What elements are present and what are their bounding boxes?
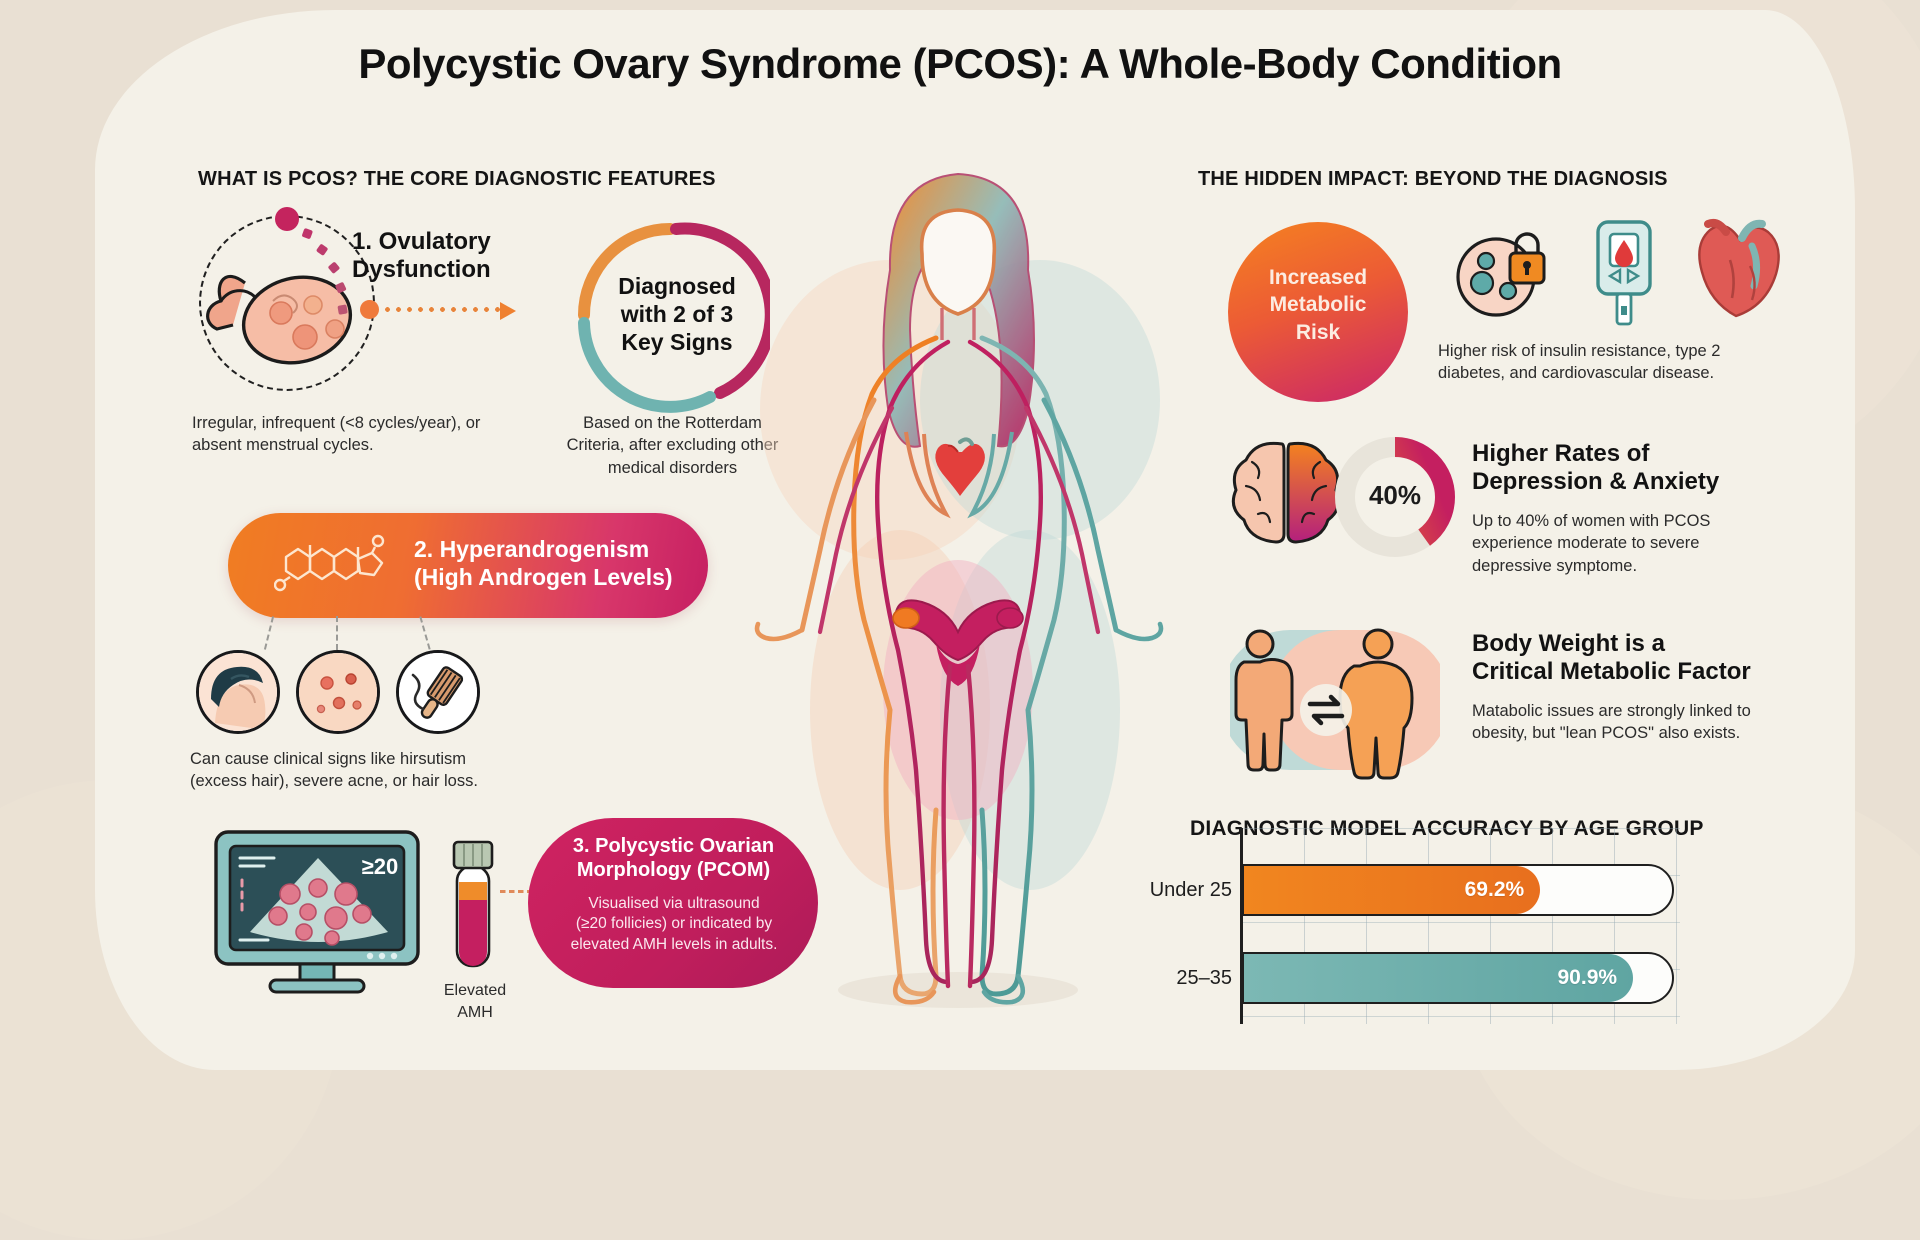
bar-track-0: 69.2% bbox=[1242, 864, 1674, 916]
rotterdam-caption: Based on the Rotterdam Criteria, after e… bbox=[566, 414, 779, 477]
chart-category-label-1: 25–35 bbox=[1176, 967, 1232, 989]
chart-y-axis bbox=[1240, 828, 1243, 1024]
depression-percentage: 40% bbox=[1368, 480, 1422, 510]
criterion-three-caption: Visualised via ultrasound(≥20 follicies)… bbox=[570, 895, 778, 953]
obese-body-icon bbox=[1338, 628, 1414, 780]
connector-tick-2 bbox=[336, 616, 338, 650]
flow-arrow-head bbox=[500, 302, 516, 320]
follicle-progress-dots bbox=[275, 207, 348, 315]
glucose-meter-icon bbox=[1596, 220, 1652, 326]
criterion-two-caption: Can cause clinical signs like hirsutism … bbox=[190, 750, 478, 791]
bar-fill-0: 69.2% bbox=[1244, 866, 1541, 914]
accuracy-bar-chart: Under 25 69.2% 25–35 90.9% bbox=[1150, 828, 1762, 1042]
hairbrush-icon bbox=[396, 650, 480, 734]
ultrasound-monitor-icon: ≥20 bbox=[214, 830, 420, 994]
bar-track-1: 90.9% bbox=[1242, 952, 1674, 1004]
female-body-silhouette bbox=[754, 172, 1164, 1008]
criterion-two-label: 2. Hyperandrogenism(High Androgen Levels… bbox=[414, 536, 673, 591]
body-weight-caption: Matabolic issues are strongly linked to … bbox=[1472, 702, 1751, 743]
flow-arrow-dots bbox=[382, 307, 500, 312]
page-title: Polycystic Ovary Syndrome (PCOS): A Whol… bbox=[358, 40, 1562, 87]
chart-category-label-0: Under 25 bbox=[1149, 879, 1232, 901]
exchange-arrows-icon bbox=[1300, 684, 1352, 736]
hair-loss-icon bbox=[196, 650, 280, 734]
metabolic-risk-caption: Higher risk of insulin resistance, type … bbox=[1438, 342, 1721, 383]
rotterdam-ring bbox=[570, 215, 777, 415]
chart-section-heading: DIAGNOSTIC MODEL ACCURACY BY AGE GROUP bbox=[1190, 817, 1704, 841]
brain-icon bbox=[1231, 441, 1341, 544]
right-section-heading: THE HIDDEN IMPACT: BEYOND THE DIAGNOSIS bbox=[1198, 168, 1668, 190]
acne-icon bbox=[296, 650, 380, 734]
bar-value-1: 90.9% bbox=[1557, 966, 1618, 989]
body-comparison-icon bbox=[1230, 628, 1440, 780]
steroid-molecule-icon bbox=[274, 534, 385, 592]
heart-icon bbox=[1698, 219, 1780, 318]
ovary-icon bbox=[892, 607, 920, 629]
lean-body-icon bbox=[1234, 629, 1294, 772]
left-section-heading: WHAT IS PCOS? THE CORE DIAGNOSTIC FEATUR… bbox=[198, 168, 716, 190]
depression-donut-chart bbox=[1335, 437, 1455, 557]
bar-fill-1: 90.9% bbox=[1244, 954, 1634, 1002]
heart-icon bbox=[935, 437, 985, 496]
flow-arrow bbox=[382, 300, 527, 320]
infographic-canvas: Polycystic Ovary Syndrome (PCOS): A Whol… bbox=[95, 10, 1855, 1070]
criterion-one-caption: Irregular, infrequent (<8 cycles/year), … bbox=[192, 414, 481, 455]
ovulatory-dysfunction-illustration bbox=[185, 205, 395, 395]
flow-origin-dot bbox=[360, 300, 379, 319]
pcom-connector-dash bbox=[500, 890, 534, 893]
ovary-icon bbox=[996, 607, 1024, 629]
follicle-count-badge: ≥20 bbox=[362, 854, 399, 879]
depression-caption: Up to 40% of women with PCOS experience … bbox=[1472, 512, 1711, 575]
bar-value-0: 69.2% bbox=[1464, 878, 1525, 901]
petri-dish-lock-icon bbox=[1456, 232, 1546, 317]
blood-tube-icon bbox=[452, 840, 494, 968]
hyperandrogenism-pill: 2. Hyperandrogenism(High Androgen Levels… bbox=[228, 513, 708, 618]
